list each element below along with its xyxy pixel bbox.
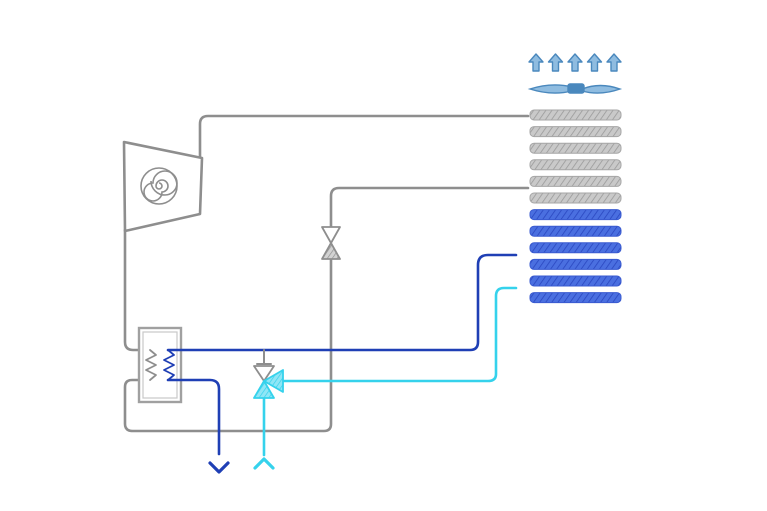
coil-row-water [529,209,622,221]
arrow-up-icon [547,53,564,72]
hx-refrigerant-return [123,257,333,433]
coil-row-refrigerant [529,159,622,171]
compressor-body [122,140,204,233]
arrow-up-icon [606,53,622,72]
coil-row-refrigerant [529,175,622,187]
arrow-up-icon [528,53,544,72]
coil-row-refrigerant [529,142,622,154]
water-supply-line [166,253,518,352]
chevron-up-icon [253,457,275,470]
airflow [528,53,622,72]
arrow-up-icon [567,53,583,72]
coil-row-water [529,258,622,270]
coil-row-water [529,275,622,287]
fan [527,83,623,94]
plate-heat-exchanger [137,326,183,404]
coil-row-water [529,242,622,254]
water-circuit [166,253,518,457]
compressor [122,140,204,233]
refrigerant-circuit [123,114,530,433]
suction-line [123,228,142,352]
valve-stem [256,349,272,365]
finned-coil-icon [529,109,622,304]
arrow-up-icon [586,53,603,72]
coil-row-water [529,225,622,237]
coil-row-refrigerant [529,109,622,121]
coil-row-water [529,292,622,304]
three-way-valve-icon [253,365,284,399]
fan-icon [527,83,623,94]
expansion-valve-icon [321,226,341,260]
discharge-line [198,114,530,158]
water-return-line [280,286,518,383]
hx-refrigerant-coil [145,349,157,381]
water-outlet-line [166,378,221,456]
scroll-compressor-icon [140,167,178,205]
coil-row-refrigerant [529,192,622,204]
liquid-line [329,186,530,229]
chevron-down-icon [208,461,230,474]
coil-row-refrigerant [529,126,622,138]
hx-water-coil [163,349,175,381]
